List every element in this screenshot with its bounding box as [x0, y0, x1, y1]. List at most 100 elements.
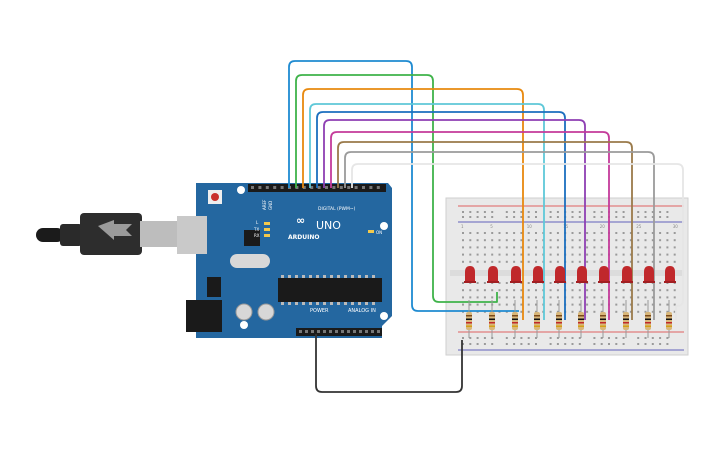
terminal-hole[interactable]	[666, 246, 669, 249]
terminal-hole[interactable]	[491, 239, 494, 242]
terminal-hole[interactable]	[462, 289, 464, 292]
rail-hole[interactable]	[469, 337, 472, 339]
rail-hole[interactable]	[527, 337, 530, 339]
terminal-hole[interactable]	[527, 253, 530, 256]
terminal-hole[interactable]	[513, 232, 516, 234]
rail-hole[interactable]	[644, 343, 647, 345]
rail-hole[interactable]	[483, 211, 486, 213]
power-analog-header[interactable]	[296, 328, 382, 336]
rail-hole[interactable]	[622, 216, 625, 218]
terminal-hole[interactable]	[659, 289, 662, 292]
terminal-hole[interactable]	[651, 246, 654, 249]
terminal-hole[interactable]	[462, 239, 464, 242]
terminal-hole[interactable]	[593, 310, 596, 313]
terminal-hole[interactable]	[505, 253, 508, 256]
terminal-hole[interactable]	[505, 260, 508, 263]
terminal-hole[interactable]	[593, 253, 596, 256]
rail-hole[interactable]	[600, 337, 603, 339]
terminal-hole[interactable]	[505, 303, 508, 306]
terminal-hole[interactable]	[673, 232, 676, 234]
terminal-hole[interactable]	[673, 296, 676, 299]
usb-cable[interactable]	[36, 213, 178, 255]
rail-hole[interactable]	[666, 211, 669, 213]
led[interactable]	[665, 266, 675, 282]
terminal-hole[interactable]	[469, 232, 472, 234]
rail-hole[interactable]	[608, 343, 610, 345]
led[interactable]	[533, 266, 543, 282]
terminal-hole[interactable]	[491, 260, 494, 263]
terminal-hole[interactable]	[637, 246, 640, 249]
terminal-hole[interactable]	[556, 253, 559, 256]
terminal-hole[interactable]	[483, 246, 486, 249]
rail-hole[interactable]	[469, 211, 472, 213]
terminal-hole[interactable]	[498, 246, 501, 249]
terminal-hole[interactable]	[659, 303, 662, 306]
rail-hole[interactable]	[622, 343, 625, 345]
rail-hole[interactable]	[513, 337, 516, 339]
power-pin-hole[interactable]	[365, 330, 368, 333]
digital-pin-hole[interactable]	[251, 186, 254, 189]
terminal-hole[interactable]	[549, 246, 552, 249]
rail-hole[interactable]	[659, 343, 662, 345]
terminal-hole[interactable]	[527, 289, 530, 292]
rail-hole[interactable]	[564, 343, 567, 345]
terminal-hole[interactable]	[556, 239, 559, 242]
power-pin-hole[interactable]	[311, 330, 314, 333]
terminal-hole[interactable]	[578, 232, 581, 234]
rail-hole[interactable]	[622, 337, 625, 339]
terminal-hole[interactable]	[637, 282, 640, 284]
terminal-hole[interactable]	[659, 282, 662, 284]
terminal-hole[interactable]	[535, 289, 537, 292]
rail-hole[interactable]	[462, 343, 464, 345]
digital-pin-hole[interactable]	[362, 186, 365, 189]
power-pin-hole[interactable]	[353, 330, 356, 333]
terminal-hole[interactable]	[549, 260, 552, 263]
terminal-hole[interactable]	[615, 232, 618, 234]
terminal-hole[interactable]	[600, 239, 603, 242]
rail-hole[interactable]	[578, 337, 581, 339]
terminal-hole[interactable]	[673, 303, 676, 306]
terminal-hole[interactable]	[586, 232, 589, 234]
terminal-hole[interactable]	[586, 253, 589, 256]
terminal-hole[interactable]	[600, 303, 603, 306]
rail-hole[interactable]	[578, 211, 581, 213]
terminal-hole[interactable]	[622, 296, 625, 299]
rail-hole[interactable]	[556, 211, 559, 213]
terminal-hole[interactable]	[498, 253, 501, 256]
terminal-hole[interactable]	[615, 303, 618, 306]
terminal-hole[interactable]	[527, 303, 530, 306]
resistor[interactable]	[556, 312, 562, 330]
terminal-hole[interactable]	[644, 246, 647, 249]
terminal-hole[interactable]	[520, 260, 523, 263]
terminal-hole[interactable]	[549, 282, 552, 284]
terminal-hole[interactable]	[483, 296, 486, 299]
led[interactable]	[555, 266, 565, 282]
terminal-hole[interactable]	[578, 246, 581, 249]
terminal-hole[interactable]	[600, 253, 603, 256]
terminal-hole[interactable]	[571, 296, 574, 299]
rail-hole[interactable]	[520, 211, 523, 213]
terminal-hole[interactable]	[469, 296, 472, 299]
terminal-hole[interactable]	[629, 253, 632, 256]
terminal-hole[interactable]	[556, 303, 559, 306]
terminal-hole[interactable]	[483, 253, 486, 256]
jumper-wire[interactable]	[344, 151, 655, 320]
rail-hole[interactable]	[527, 211, 530, 213]
rail-hole[interactable]	[622, 211, 625, 213]
terminal-hole[interactable]	[513, 303, 516, 306]
rail-hole[interactable]	[527, 216, 530, 218]
terminal-hole[interactable]	[644, 253, 647, 256]
terminal-hole[interactable]	[571, 246, 574, 249]
terminal-hole[interactable]	[600, 260, 603, 263]
terminal-hole[interactable]	[673, 239, 676, 242]
power-pin-hole[interactable]	[335, 330, 338, 333]
terminal-hole[interactable]	[637, 296, 640, 299]
terminal-hole[interactable]	[586, 289, 589, 292]
terminal-hole[interactable]	[615, 310, 618, 313]
power-pin-hole[interactable]	[305, 330, 308, 333]
terminal-hole[interactable]	[469, 289, 472, 292]
terminal-hole[interactable]	[483, 289, 486, 292]
rail-hole[interactable]	[615, 211, 618, 213]
terminal-hole[interactable]	[615, 239, 618, 242]
resistor[interactable]	[623, 312, 629, 330]
